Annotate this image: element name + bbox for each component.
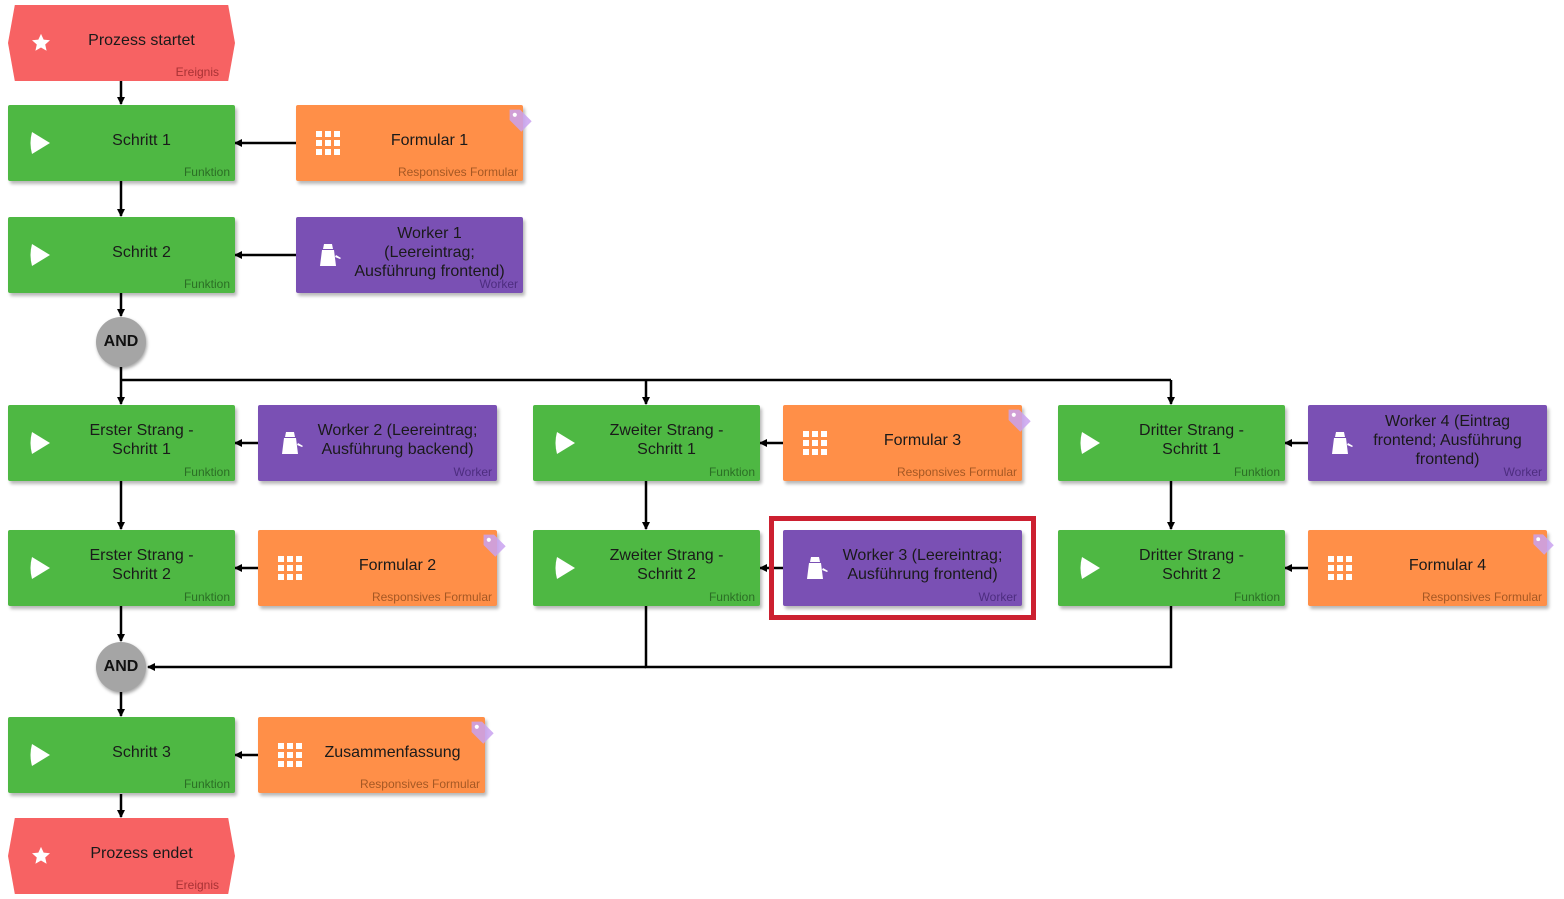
node-title: Dritter Strang - Schritt 1 <box>1139 422 1244 458</box>
node-title: Formular 3 <box>883 431 962 449</box>
node-title: Prozess startet <box>88 31 195 49</box>
node-title: Formular 2 <box>358 556 437 574</box>
grid-icon <box>278 556 302 580</box>
node-title: Zusammenfassung <box>324 743 461 761</box>
node-type: Responsives Formular <box>397 165 518 179</box>
worker-2[interactable]: Worker 2 (Leereintrag; Ausführung backen… <box>258 405 497 481</box>
function-zweiter-strang-schritt-1[interactable]: Zweiter Strang - Schritt 1 Funktion <box>533 405 760 481</box>
star-icon <box>32 33 50 51</box>
form-formular-2[interactable]: Formular 2 Responsives Formular <box>258 530 506 606</box>
node-type: Funktion <box>183 277 230 291</box>
gateway-label: AND <box>103 333 139 350</box>
node-type: Funktion <box>708 465 755 479</box>
gateway-and-split[interactable]: AND <box>96 317 146 367</box>
node-type: Responsives Formular <box>1421 590 1542 604</box>
node-type: Ereignis <box>175 878 219 892</box>
function-erster-strang-schritt-1[interactable]: Erster Strang - Schritt 1 Funktion <box>8 405 235 481</box>
node-type: Funktion <box>183 165 230 179</box>
node-type: Funktion <box>183 777 230 791</box>
node-title: Zweiter Strang - Schritt 2 <box>609 547 724 583</box>
play-icon <box>555 557 575 579</box>
star-icon <box>32 846 50 864</box>
tag-icon <box>1008 409 1031 432</box>
node-title: Zweiter Strang - Schritt 1 <box>609 422 724 458</box>
edge-z2-d2-join <box>644 606 1173 669</box>
form-formular-4[interactable]: Formular 4 Responsives Formular <box>1308 530 1554 606</box>
function-dritter-strang-schritt-2[interactable]: Dritter Strang - Schritt 2 Funktion <box>1058 530 1285 606</box>
node-title: Dritter Strang - Schritt 2 <box>1139 547 1244 583</box>
node-type: Responsives Formular <box>371 590 492 604</box>
function-schritt-3[interactable]: Schritt 3 Funktion <box>8 717 235 793</box>
node-title: Worker 2 (Leereintrag; Ausführung backen… <box>317 422 478 458</box>
worker-icon <box>320 244 341 266</box>
play-icon <box>1080 557 1100 579</box>
grid-icon <box>278 743 302 767</box>
worker-4[interactable]: Worker 4 (Eintrag frontend; Ausführung f… <box>1308 405 1547 481</box>
node-type: Worker <box>453 465 492 479</box>
node-type: Ereignis <box>175 65 219 79</box>
gateway-and-join[interactable]: AND <box>96 642 146 692</box>
node-type: Funktion <box>183 465 230 479</box>
function-zweiter-strang-schritt-2[interactable]: Zweiter Strang - Schritt 2 Funktion <box>533 530 760 606</box>
tag-icon <box>483 534 506 557</box>
node-title: Schritt 1 <box>112 131 171 149</box>
node-type: Funktion <box>183 590 230 604</box>
node-title: Schritt 2 <box>112 243 171 261</box>
form-zusammenfassung[interactable]: Zusammenfassung Responsives Formular <box>258 717 494 793</box>
node-title: Worker 1 (Leereintrag; Ausführung fronte… <box>354 224 505 280</box>
play-icon <box>30 132 50 154</box>
node-type: Worker <box>1503 465 1542 479</box>
node-title: Formular 4 <box>1408 556 1487 574</box>
tag-icon <box>471 721 494 744</box>
function-dritter-strang-schritt-1[interactable]: Dritter Strang - Schritt 1 Funktion <box>1058 405 1285 481</box>
play-icon <box>30 432 50 454</box>
node-title: Worker 3 (Leereintrag; Ausführung fronte… <box>842 547 1003 583</box>
play-icon <box>30 744 50 766</box>
function-schritt-2[interactable]: Schritt 2 Funktion <box>8 217 235 293</box>
node-title: Formular 1 <box>390 131 469 149</box>
worker-icon <box>282 432 303 454</box>
worker-icon <box>1332 432 1353 454</box>
grid-icon <box>316 131 340 155</box>
play-icon <box>1080 432 1100 454</box>
play-icon <box>30 244 50 266</box>
function-erster-strang-schritt-2[interactable]: Erster Strang - Schritt 2 Funktion <box>8 530 235 606</box>
node-type: Funktion <box>1233 590 1280 604</box>
form-formular-3[interactable]: Formular 3 Responsives Formular <box>783 405 1031 481</box>
node-title: Erster Strang - Schritt 1 <box>89 422 194 458</box>
tag-icon <box>509 109 532 132</box>
selection-highlight <box>769 516 1036 620</box>
node-type: Responsives Formular <box>359 777 480 791</box>
node-type: Funktion <box>708 590 755 604</box>
play-icon <box>555 432 575 454</box>
node-title: Erster Strang - Schritt 2 <box>89 547 194 583</box>
worker-3[interactable]: Worker 3 (Leereintrag; Ausführung fronte… <box>783 530 1022 606</box>
play-icon <box>30 557 50 579</box>
event-process-start[interactable]: Prozess startet Ereignis <box>8 5 235 81</box>
gateway-label: AND <box>103 658 139 675</box>
function-schritt-1[interactable]: Schritt 1 Funktion <box>8 105 235 181</box>
node-title: Worker 4 (Eintrag frontend; Ausführung f… <box>1373 412 1522 468</box>
event-process-end[interactable]: Prozess endet Ereignis <box>8 818 235 894</box>
worker-icon <box>807 557 828 579</box>
node-title: Prozess endet <box>90 844 193 862</box>
node-title: Schritt 3 <box>112 743 171 761</box>
worker-1[interactable]: Worker 1 (Leereintrag; Ausführung fronte… <box>296 217 523 293</box>
grid-icon <box>1328 556 1352 580</box>
node-type: Responsives Formular <box>896 465 1017 479</box>
tag-icon <box>1533 534 1554 555</box>
form-formular-1[interactable]: Formular 1 Responsives Formular <box>296 105 532 181</box>
node-type: Worker <box>479 277 518 291</box>
node-type: Funktion <box>1233 465 1280 479</box>
node-type: Worker <box>978 590 1017 604</box>
grid-icon <box>803 431 827 455</box>
